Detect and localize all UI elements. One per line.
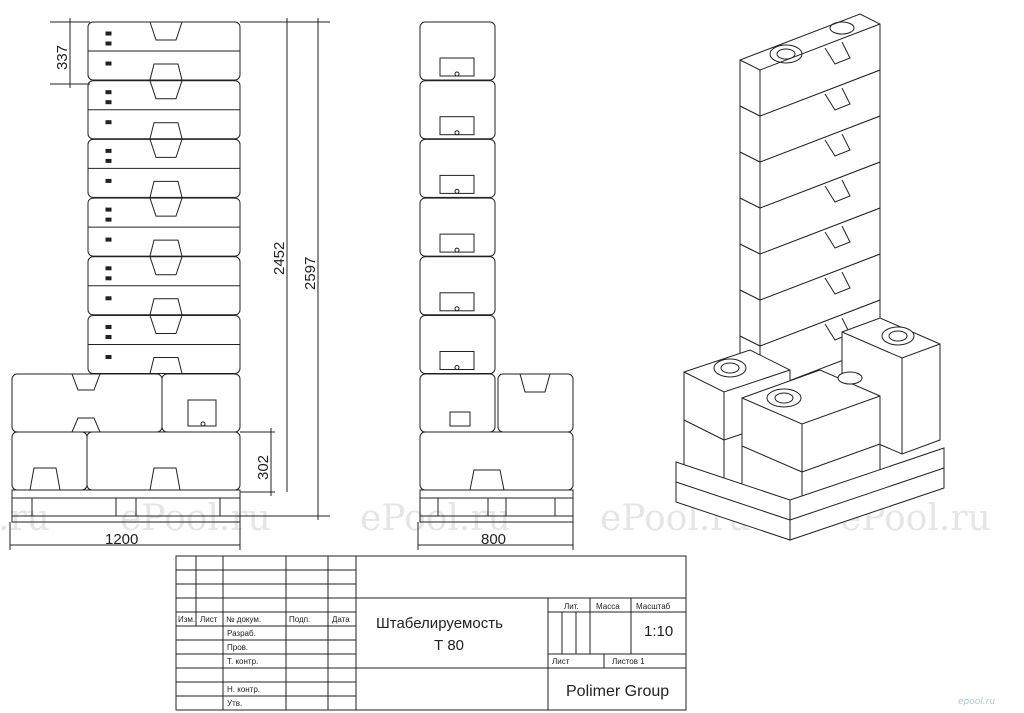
tank-front (87, 80, 241, 140)
tank-front (87, 197, 241, 257)
drawing-subtitle: Т 80 (434, 637, 464, 654)
front-bottom-tanks (11, 373, 241, 491)
tank-front (87, 315, 241, 374)
watermark: ePool.ru (360, 498, 511, 539)
front-stack-tanks (87, 21, 241, 374)
tank-side (419, 256, 496, 316)
front-pallet (11, 489, 241, 523)
watermark-fragment: .ru (0, 498, 50, 539)
stamp-header-sign: Подп. (289, 615, 310, 624)
stamp-role-approved: Утв. (227, 699, 242, 708)
tank-side (419, 315, 496, 374)
title-block (175, 555, 687, 711)
tank-iso (739, 13, 881, 117)
stamp-header-date: Дата (332, 615, 350, 624)
dimension-width-front: 1200 (105, 531, 138, 548)
company-name: Polimer Group (566, 683, 669, 700)
stamp-mass: Масса (596, 602, 620, 611)
drawing-title: Штабелируемость (376, 615, 503, 632)
tank-front (87, 138, 241, 198)
tank-side (419, 138, 496, 198)
tank-side (419, 197, 496, 257)
stamp-lit: Лит. (564, 602, 579, 611)
dimension-width-side: 800 (481, 531, 506, 548)
stamp-role-checked: Пров. (227, 643, 248, 652)
front-dimension-lines (9, 18, 330, 550)
dimension-total-height: 2597 (302, 257, 319, 290)
side-bottom-tanks (419, 373, 574, 491)
front-view (9, 18, 330, 550)
isometric-view (675, 13, 945, 541)
stamp-sheets: Листов 1 (612, 657, 645, 666)
site-logo: epool.ru (958, 697, 995, 707)
dimension-bottom-unit: 302 (255, 455, 272, 480)
stamp-header-doc: № докум. (226, 615, 261, 624)
tank-side (419, 80, 496, 140)
side-view (417, 21, 574, 550)
dimension-top-unit: 337 (54, 45, 71, 70)
stamp-header-list: Лист (200, 615, 218, 624)
side-dimension-lines (417, 522, 574, 550)
stamp-sheet: Лист (552, 657, 570, 666)
stamp-role-norm-control: Н. контр. (227, 685, 260, 694)
stamp-role-developer: Разраб. (227, 629, 256, 638)
stamp-role-tech-control: Т. контр. (227, 657, 258, 666)
stamp-scale-value: 1:10 (644, 623, 673, 640)
tank-front (87, 256, 241, 316)
stamp-scale-label: Масштаб (636, 602, 671, 611)
stamp-header-izm: Изм. (178, 615, 195, 624)
title-block-labels: Изм. Лист № докум. Подп. Дата Разраб. Пр… (178, 602, 673, 708)
tank-front (87, 21, 241, 81)
dimension-stack-height: 2452 (271, 242, 288, 275)
iso-pallet (675, 447, 945, 541)
watermark: ePool.ru (120, 498, 271, 539)
side-stack-tanks (419, 21, 496, 374)
side-pallet (419, 489, 574, 523)
tank-side (419, 21, 496, 81)
